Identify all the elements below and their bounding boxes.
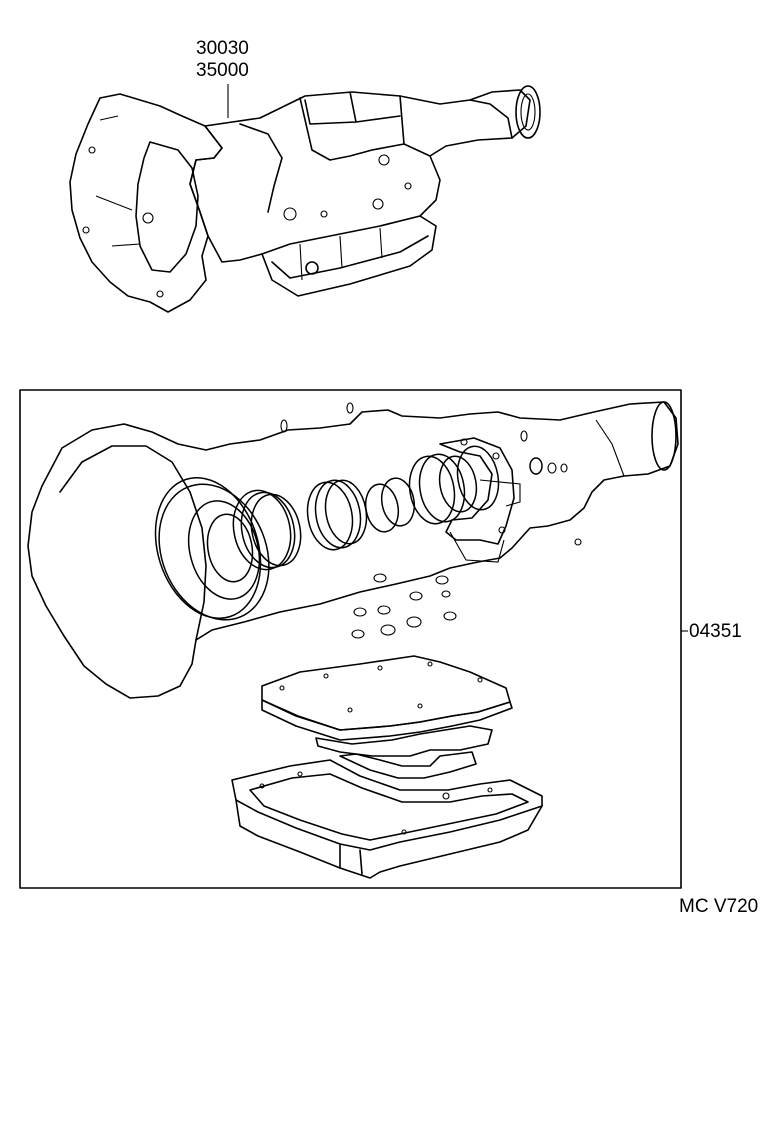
ghost-transmission-outline bbox=[27, 401, 679, 699]
oil-pan-and-gasket bbox=[231, 759, 543, 879]
kit-frame bbox=[19, 389, 682, 889]
o-rings bbox=[351, 573, 457, 639]
pump-gasket bbox=[439, 437, 515, 545]
oil-pan-top bbox=[261, 215, 437, 297]
clutch-seal-rings bbox=[154, 445, 568, 621]
part-number-35000: 35000 bbox=[196, 60, 249, 81]
tail-housing bbox=[469, 99, 513, 139]
diagram-code: MC V720 bbox=[679, 896, 759, 917]
bell-housing bbox=[69, 93, 223, 313]
valve-body-gaskets bbox=[261, 655, 513, 779]
transmission-assembly-drawing bbox=[69, 84, 541, 313]
transmission-case bbox=[189, 89, 531, 263]
part-number-04351: 04351 bbox=[689, 621, 742, 642]
part-number-30030: 30030 bbox=[196, 38, 249, 59]
